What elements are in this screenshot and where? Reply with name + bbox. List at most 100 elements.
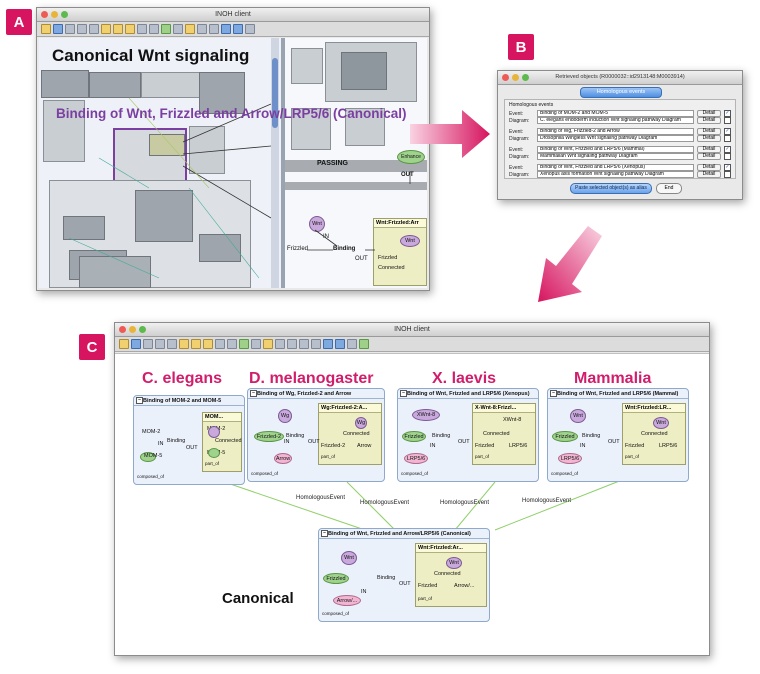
detail-button[interactable]: Detail <box>697 135 721 142</box>
grid-icon[interactable] <box>209 24 219 34</box>
minimize-icon[interactable] <box>512 74 519 81</box>
frizzled2-node[interactable]: Frizzled-2 <box>254 431 284 442</box>
event-c-elegans[interactable]: Binding of MOM-2 and MOM-5 MOM... MOM-2 … <box>133 395 245 485</box>
wnt-node[interactable]: Wnt <box>570 409 586 423</box>
arrow-lrp-node[interactable]: Arrow/... <box>333 595 361 606</box>
redo-icon[interactable] <box>89 24 99 34</box>
wnt-node[interactable]: Wnt <box>309 216 325 232</box>
detail-button[interactable]: Detail <box>697 117 721 124</box>
pathway-canvas-right[interactable]: PASSING Enhance OUT Wnt Frizzled Binding… <box>285 38 427 288</box>
copy-icon[interactable] <box>191 339 201 349</box>
vertical-scrollbar[interactable] <box>271 38 279 288</box>
zoom-in-icon[interactable] <box>215 339 225 349</box>
select-checkbox[interactable] <box>724 117 731 124</box>
event-d-melanogaster[interactable]: Binding of Wg, Frizzled-2 and Arrow Wg:F… <box>247 388 385 482</box>
event-value[interactable]: Binding of Wg, Frizzled-2 and Arrow <box>537 128 694 135</box>
arrow-node[interactable]: Arrow <box>274 453 292 464</box>
detail-button[interactable]: Detail <box>697 110 721 117</box>
zoom-icon[interactable] <box>61 11 68 18</box>
diagram-value[interactable]: Xenopus axis formation Wnt signaling pat… <box>537 171 694 178</box>
detail-button[interactable]: Detail <box>697 128 721 135</box>
search-icon[interactable] <box>221 24 231 34</box>
pathway-canvas-left[interactable] <box>39 38 281 288</box>
run-icon[interactable] <box>359 339 369 349</box>
align-icon[interactable] <box>197 24 207 34</box>
align-icon[interactable] <box>275 339 285 349</box>
open-icon[interactable] <box>119 339 129 349</box>
save-icon[interactable] <box>131 339 141 349</box>
event-mammalia[interactable]: Binding of Wnt, Frizzled and LRP5/6 (Mam… <box>547 388 689 482</box>
zoom-icon[interactable] <box>139 326 146 333</box>
enhance-node[interactable]: Enhance <box>397 150 425 164</box>
lrp56-node[interactable]: LRP5/6 <box>558 453 582 464</box>
complex-box[interactable]: X-Wnt-8:Frizzl... XWnt-8 Connected Frizz… <box>472 403 536 465</box>
info-icon[interactable] <box>335 339 345 349</box>
close-icon[interactable] <box>502 74 509 81</box>
help-icon[interactable] <box>245 24 255 34</box>
zoom-in-icon[interactable] <box>137 24 147 34</box>
edge-icon[interactable] <box>251 339 261 349</box>
zoom-out-icon[interactable] <box>149 24 159 34</box>
wnt-frizzled-complex[interactable]: Wnt:Frizzled:Arr Wnt Frizzled Connected <box>373 218 427 286</box>
search-icon[interactable] <box>323 339 333 349</box>
edge-icon[interactable] <box>173 24 183 34</box>
zoom-icon[interactable] <box>522 74 529 81</box>
mom5-node[interactable] <box>140 452 156 462</box>
export-icon[interactable] <box>311 339 321 349</box>
lrp56-node[interactable]: LRP5/6 <box>404 453 428 464</box>
wg-node[interactable]: Wg <box>278 409 292 423</box>
layout-icon[interactable] <box>185 24 195 34</box>
detail-button[interactable]: Detail <box>697 171 721 178</box>
frizzled-node[interactable]: Frizzled <box>552 431 578 442</box>
print-icon[interactable] <box>65 24 75 34</box>
cut-icon[interactable] <box>101 24 111 34</box>
grid-icon[interactable] <box>287 339 297 349</box>
complex-box[interactable]: MOM... MOM-2 Connected MOM-5 part_of <box>202 412 242 472</box>
event-value[interactable]: Binding of Wnt, Frizzled and LRP5/6 (Mam… <box>537 146 694 153</box>
frizzled-node[interactable]: Frizzled <box>323 573 349 584</box>
frizzled-node[interactable]: Frizzled <box>402 431 426 442</box>
diagram-value[interactable]: Drosophila Wingless Wnt signaling pathwa… <box>537 135 694 142</box>
close-icon[interactable] <box>119 326 126 333</box>
copy-icon[interactable] <box>113 24 123 34</box>
undo-icon[interactable] <box>77 24 87 34</box>
complex-box[interactable]: Wnt:Frizzled:Ar... Wnt Connected Frizzle… <box>415 543 487 607</box>
wnt-node[interactable]: Wnt <box>341 551 357 565</box>
detail-button[interactable]: Detail <box>697 153 721 160</box>
info-icon[interactable] <box>233 24 243 34</box>
undo-icon[interactable] <box>155 339 165 349</box>
xwnt8-node[interactable]: XWnt-8 <box>412 409 440 421</box>
end-button[interactable]: End <box>656 183 682 194</box>
close-icon[interactable] <box>41 11 48 18</box>
select-checkbox[interactable]: ✓ <box>724 146 731 153</box>
node-icon[interactable] <box>161 24 171 34</box>
zoom-out-icon[interactable] <box>227 339 237 349</box>
open-icon[interactable] <box>41 24 51 34</box>
paste-icon[interactable] <box>125 24 135 34</box>
event-canonical[interactable]: Binding of Wnt, Frizzled and Arrow/LRP5/… <box>318 528 490 622</box>
save-icon[interactable] <box>53 24 63 34</box>
print-icon[interactable] <box>143 339 153 349</box>
help-icon[interactable] <box>347 339 357 349</box>
paste-icon[interactable] <box>203 339 213 349</box>
tab-homologous-events[interactable]: Homologous events <box>580 87 662 98</box>
diagram-value[interactable]: Mammalian Wnt signaling pathway Diagram <box>537 153 694 160</box>
node-icon[interactable] <box>239 339 249 349</box>
detail-button[interactable]: Detail <box>697 164 721 171</box>
select-checkbox[interactable]: ✓ <box>724 164 731 171</box>
cut-icon[interactable] <box>179 339 189 349</box>
event-x-laevis[interactable]: Binding of Wnt, Frizzled and LRP5/6 (Xen… <box>397 388 539 482</box>
event-value[interactable]: Binding of Wnt, Frizzled and LRP5/6 (Xen… <box>537 164 694 171</box>
redo-icon[interactable] <box>167 339 177 349</box>
complex-box[interactable]: Wg:Frizzled-2:A... Wg Connected Frizzled… <box>318 403 382 465</box>
complex-box[interactable]: Wnt:Frizzled:LR... Wnt Connected Frizzle… <box>622 403 686 465</box>
select-checkbox[interactable]: ✓ <box>724 128 731 135</box>
paste-alias-button[interactable]: Paste selected object(s) as alias <box>570 183 652 194</box>
select-checkbox[interactable] <box>724 171 731 178</box>
select-checkbox[interactable]: ✓ <box>724 110 731 117</box>
select-checkbox[interactable] <box>724 153 731 160</box>
layout-icon[interactable] <box>263 339 273 349</box>
event-value[interactable]: Binding of MOM-2 and MOM-5 <box>537 110 694 117</box>
diagram-value[interactable]: C. elegans endoderm induction Wnt signal… <box>537 117 694 124</box>
select-checkbox[interactable] <box>724 135 731 142</box>
